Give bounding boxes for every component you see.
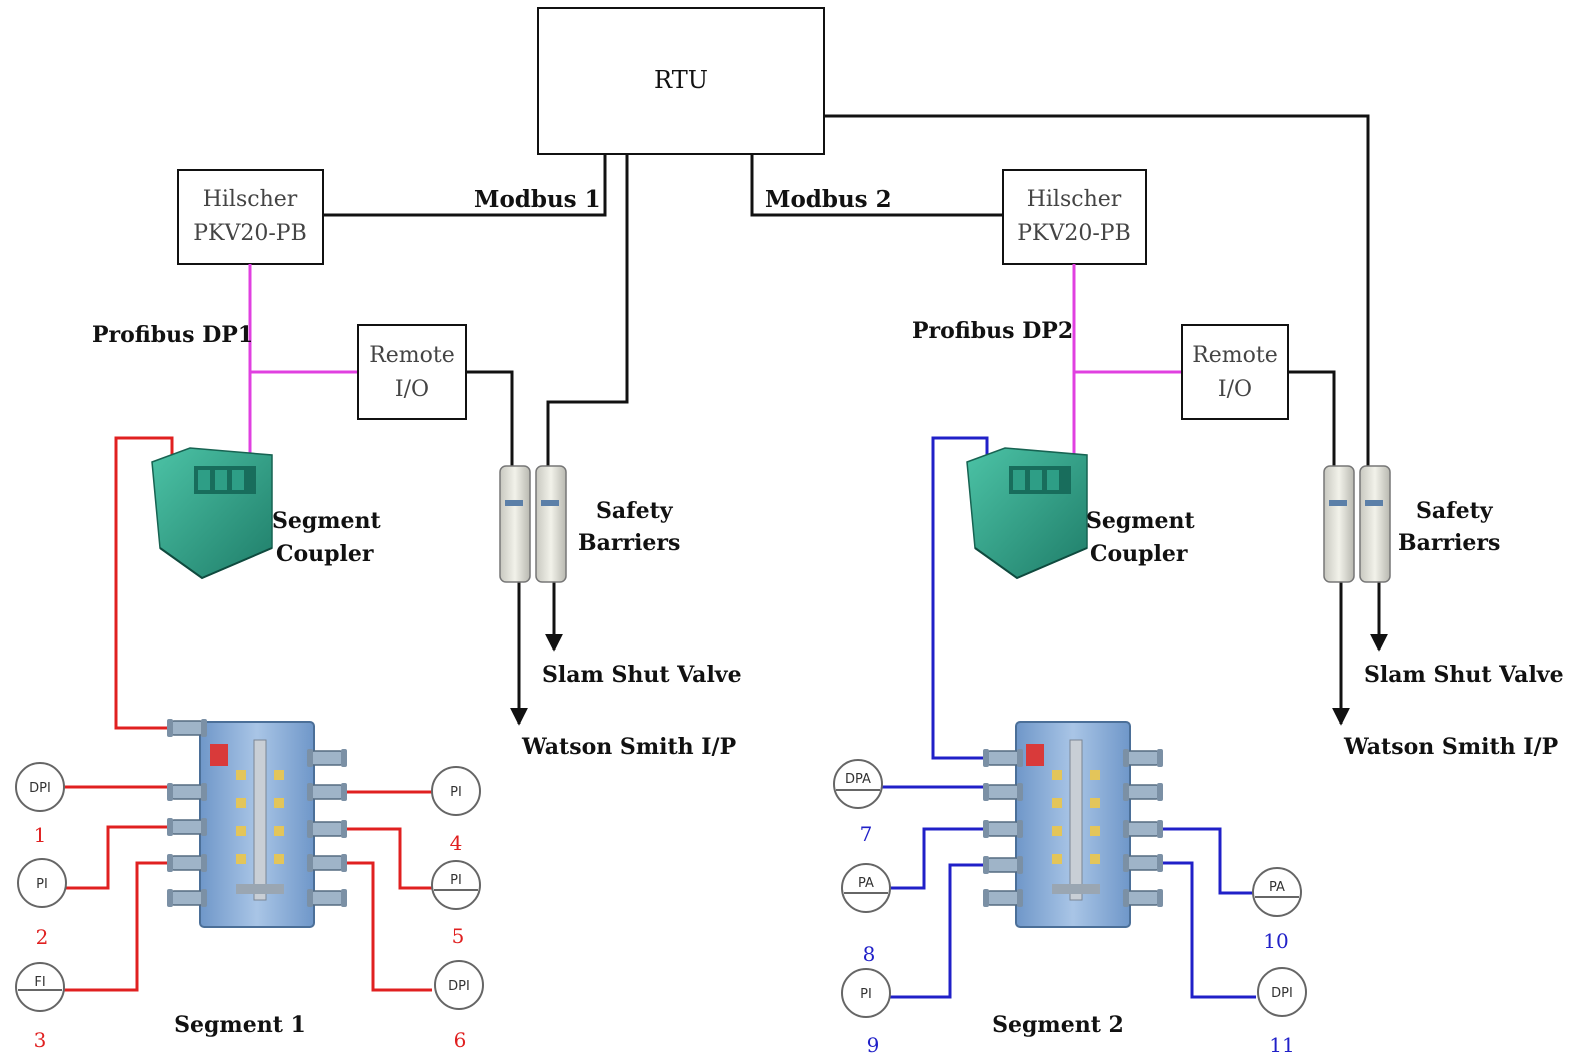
gateway-1-line1: Hilscher: [203, 187, 298, 212]
gateway-1: Hilscher PKV20-PB: [177, 169, 324, 265]
gateway-2-line2: PKV20-PB: [1017, 221, 1131, 246]
safety-barriers-1: [499, 465, 567, 583]
segment-2-label: Segment 2: [992, 1012, 1124, 1038]
remote-io-1-line2: I/O: [395, 377, 429, 402]
instrument-6: DPI 6: [434, 960, 484, 1052]
segment-coupler-1-line2: Coupler: [276, 541, 374, 567]
profibus-dp2-label: Profibus DP2: [912, 318, 1073, 344]
safety-barriers-2: [1323, 465, 1391, 583]
segment-1-wiring: [64, 436, 432, 992]
instrument-4-tag: PI: [450, 785, 462, 800]
instrument-11: DPI 11: [1257, 967, 1307, 1057]
instrument-3: FI 3: [15, 962, 65, 1052]
instrument-4-number: 4: [450, 831, 463, 855]
instrument-11-number: 11: [1269, 1033, 1294, 1057]
instrument-3-number: 3: [34, 1028, 47, 1052]
gateway-2-line1: Hilscher: [1027, 187, 1122, 212]
segment-coupler-2-line2: Coupler: [1090, 541, 1188, 567]
modbus-2-label: Modbus 2: [765, 186, 892, 213]
instrument-4: PI 4: [431, 766, 481, 855]
remote-io-1: Remote I/O: [357, 324, 467, 420]
instrument-1-number: 1: [34, 823, 47, 847]
instrument-8-number: 8: [863, 942, 876, 966]
remote-io-1-line1: Remote: [369, 343, 455, 368]
instrument-2: PI 2: [17, 858, 67, 949]
safety-barriers-1-line1: Safety: [596, 498, 674, 524]
instrument-5-tag: PI: [450, 873, 462, 888]
safety-barriers-2-line2: Barriers: [1398, 530, 1500, 556]
slam-shut-valve-1: Slam Shut Valve: [542, 662, 742, 688]
segment-coupler-2-line1: Segment: [1086, 508, 1196, 534]
instrument-10: PA 10: [1252, 867, 1302, 953]
instrument-8: PA 8: [841, 863, 891, 966]
profibus-dp1-label: Profibus DP1: [92, 322, 253, 348]
instrument-2-number: 2: [36, 925, 49, 949]
instrument-9: PI 9: [841, 968, 891, 1057]
junction-box-2: [982, 721, 1164, 928]
watson-smith-2: Watson Smith I/P: [1343, 734, 1558, 760]
gateway-2: Hilscher PKV20-PB: [1002, 169, 1147, 265]
instrument-7-number: 7: [860, 822, 873, 846]
remote-io-2-line1: Remote: [1192, 343, 1278, 368]
instrument-10-number: 10: [1263, 929, 1288, 953]
remote-io-2-line2: I/O: [1218, 377, 1252, 402]
rtu-box: RTU: [537, 7, 825, 155]
junction-box-1: [166, 718, 348, 928]
gateway-1-line2: PKV20-PB: [193, 221, 307, 246]
instrument-7: DPA 7: [833, 759, 883, 846]
safety-barriers-1-line2: Barriers: [578, 530, 680, 556]
segment-coupler-1-line1: Segment: [272, 508, 382, 534]
segment-1-label: Segment 1: [174, 1012, 306, 1038]
instrument-10-tag: PA: [1269, 880, 1285, 895]
instrument-8-tag: PA: [858, 876, 874, 891]
watson-smith-1: Watson Smith I/P: [521, 734, 736, 760]
remote-io-2: Remote I/O: [1181, 324, 1289, 420]
instrument-2-tag: PI: [36, 877, 48, 892]
instrument-11-tag: DPI: [1271, 986, 1293, 1001]
slam-shut-valve-2: Slam Shut Valve: [1364, 662, 1564, 688]
instrument-6-tag: DPI: [448, 979, 470, 994]
instrument-3-tag: FI: [34, 975, 45, 990]
instrument-1-tag: DPI: [29, 781, 51, 796]
segment-2-wiring: [880, 436, 1256, 999]
instrument-5: PI 5: [431, 860, 481, 948]
instrument-7-tag: DPA: [845, 772, 871, 787]
segment-coupler-1: [151, 447, 273, 580]
instrument-5-number: 5: [452, 924, 465, 948]
output-arrows: [510, 582, 1388, 726]
rtu-label: RTU: [654, 66, 708, 94]
instrument-9-number: 9: [867, 1033, 880, 1057]
modbus-wiring: [323, 114, 1370, 468]
instrument-6-number: 6: [454, 1028, 467, 1052]
instrument-1: DPI 1: [15, 762, 65, 847]
instrument-9-tag: PI: [860, 987, 872, 1002]
safety-barriers-2-line1: Safety: [1416, 498, 1494, 524]
segment-coupler-2: [966, 447, 1088, 580]
modbus-1-label: Modbus 1: [474, 186, 601, 213]
